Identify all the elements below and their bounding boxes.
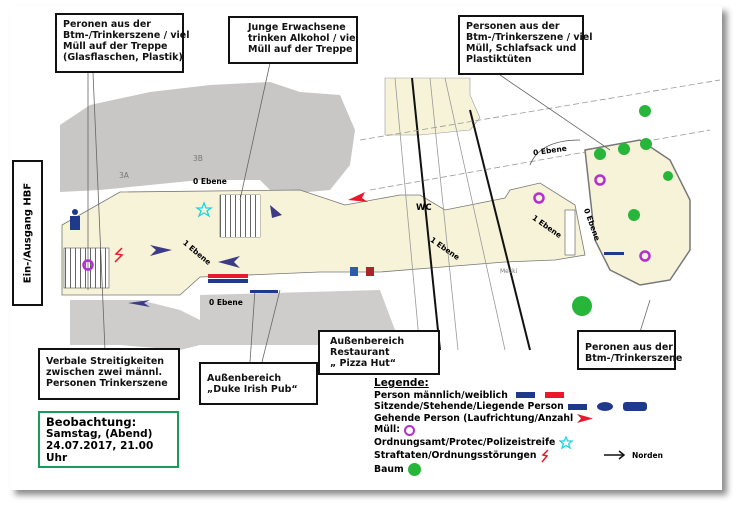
- note-line: Müll auf der Treppe: [63, 41, 168, 52]
- note-line: Verbale Streitigkeiten: [46, 356, 165, 367]
- note-line: Personen aus der: [466, 21, 560, 32]
- north-label: Norden: [632, 450, 663, 460]
- legend-label: Gehende Person (Laufrichtung/Anzahl: [374, 412, 574, 424]
- legend-row: Baum: [374, 462, 647, 476]
- arrow-right-icon: [604, 450, 626, 460]
- label-3a: 3A: [119, 171, 129, 180]
- note-line: „Duke Irish Pub“: [207, 384, 298, 395]
- legend-row: Sitzende/Stehende/Liegende Person: [374, 401, 647, 413]
- north-indicator: Norden: [604, 450, 663, 460]
- pizza-seating-male: [350, 267, 358, 276]
- legend-label: Ordnungsamt/Protec/Polizeistreife: [374, 436, 556, 448]
- note-line: Btm-/Trinkerszene: [585, 353, 683, 364]
- legend: Legende: Person männlich/weiblich Sitzen…: [374, 377, 647, 476]
- label-3b: 3B: [193, 154, 203, 163]
- building-north: [60, 82, 355, 195]
- legend-label: Müll:: [374, 424, 400, 436]
- walking-person-markers: [128, 205, 282, 307]
- label-0-ebene: 0 Ebene: [209, 298, 243, 307]
- person-markers: [208, 252, 624, 293]
- entrance-label: Ein-/Ausgang HBF: [22, 182, 33, 284]
- note-line: Müll, Schlafsack und: [466, 43, 577, 54]
- legend-label: Baum: [374, 463, 404, 475]
- note-duke-irish-pub: Außenbereich„Duke Irish Pub“: [199, 362, 318, 405]
- legend-label: Person männlich/weiblich: [374, 389, 508, 401]
- legend-row: Straftaten/Ordnungsstörungen: [374, 449, 647, 463]
- note-line: Personen Trinkerszene: [46, 378, 168, 389]
- sitting-person-icon: [567, 403, 587, 410]
- legend-row: Gehende Person (Laufrichtung/Anzahl: [374, 413, 647, 425]
- note-line: Müll auf der Treppe: [248, 44, 353, 55]
- legend-label: Sitzende/Stehende/Liegende Person: [374, 401, 564, 413]
- note-line: zwischen zwei männl.: [46, 367, 163, 378]
- observation-title: Beobachtung:: [46, 415, 137, 429]
- female-marker-icon: [544, 392, 564, 399]
- standing-person-icon: [596, 402, 613, 412]
- person-lying-icon: [70, 209, 80, 230]
- offense-bolt-icon: [114, 247, 124, 263]
- note-line: Btm-/Trinkerszene / viel: [466, 32, 593, 43]
- lightning-icon: [541, 449, 550, 463]
- tree-icons: [572, 105, 673, 316]
- observation-box: Beobachtung: Samstag, (Abend) 24.07.2017…: [38, 411, 179, 468]
- note-line: trinken Alkohol / viel: [248, 33, 359, 44]
- note-line: (Glasflaschen, Plastik): [63, 52, 183, 63]
- label-mecki: Mecki: [500, 268, 518, 275]
- building-south-left: [70, 300, 200, 350]
- observation-datetime: 24.07.2017, 21.00 Uhr: [46, 440, 154, 464]
- pizza-seating-female: [366, 267, 374, 276]
- legend-label: Straftaten/Ordnungsstörungen: [374, 450, 537, 462]
- note-line: „ Pizza Hut“: [330, 358, 397, 369]
- note-line: Außenbereich: [207, 373, 282, 384]
- lying-person-icon: [622, 402, 647, 412]
- note-line: Junge Erwachsene: [248, 22, 346, 33]
- legend-title: Legende:: [374, 377, 429, 389]
- concourse-level-1: [61, 182, 586, 296]
- note-line: Btm-/Trinkerszene / viel: [63, 30, 190, 41]
- note-line: Peronen aus der: [63, 19, 151, 30]
- legend-row: Person männlich/weiblich: [374, 390, 647, 402]
- note-line: Außenbereich: [330, 336, 405, 347]
- label-wc: WC: [416, 203, 432, 213]
- star-icon: [559, 435, 574, 449]
- note-line: Peronen aus der: [585, 342, 673, 353]
- note-line: Restaurant: [330, 347, 390, 358]
- tree-icon: [407, 462, 421, 476]
- legend-row: Ordnungsamt/Protec/Polizeistreife: [374, 435, 647, 449]
- label-0-ebene: 0 Ebene: [193, 177, 227, 186]
- recycle-icon: [403, 424, 415, 436]
- male-marker-icon: [515, 392, 535, 399]
- entrance-label-box: Ein-/Ausgang HBF: [12, 160, 43, 306]
- observation-day: Samstag, (Abend): [46, 428, 153, 440]
- trash-icons: [82, 174, 651, 271]
- legend-row: Müll:: [374, 424, 647, 436]
- walking-person-red: [348, 192, 368, 202]
- police-star-icon: [195, 201, 213, 218]
- walking-arrow-icon: [577, 414, 594, 424]
- note-line: Plastiktüten: [466, 54, 532, 65]
